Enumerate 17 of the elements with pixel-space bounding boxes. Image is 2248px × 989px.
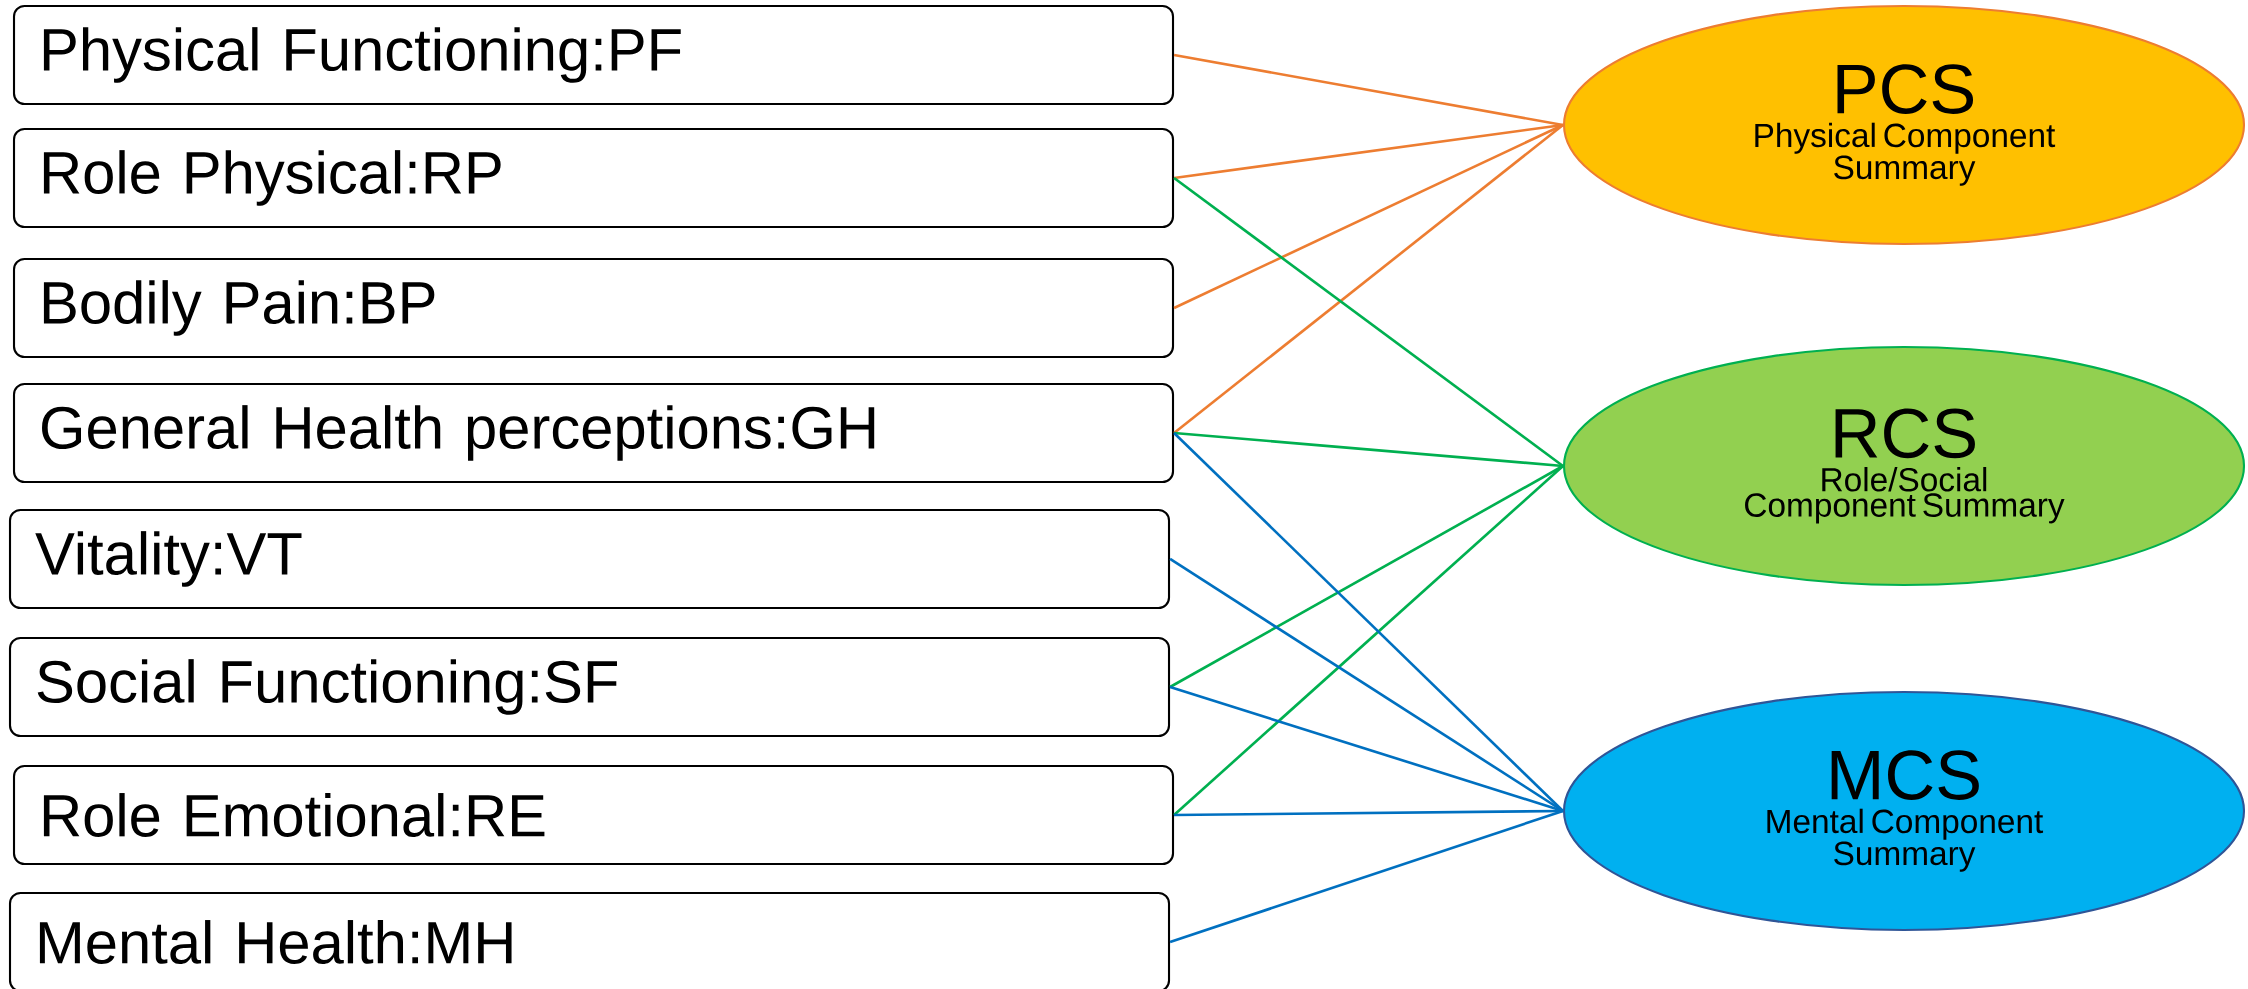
label-box: Vitality:VT [8, 508, 1171, 610]
connector-line [1173, 176, 1564, 468]
label-box: Physical Functioning:PF [12, 4, 1175, 106]
label-box: Role Emotional:RE [12, 764, 1175, 866]
label-box: Mental Health:MH [8, 891, 1171, 989]
connector-line [1169, 464, 1564, 689]
label-box: Social Functioning:SF [8, 636, 1171, 738]
label-box: Bodily Pain:BP [12, 257, 1175, 359]
label-box: General Health perceptions:GH [12, 382, 1175, 484]
label-box: Role Physical:RP [12, 127, 1175, 229]
connector-line [1173, 431, 1564, 468]
connector-line [1174, 809, 1563, 817]
connector-line [1173, 123, 1564, 180]
connector-line [1173, 123, 1564, 434]
connector-line [1169, 685, 1564, 813]
connector-line [1173, 53, 1564, 127]
connector-line [1169, 809, 1564, 944]
